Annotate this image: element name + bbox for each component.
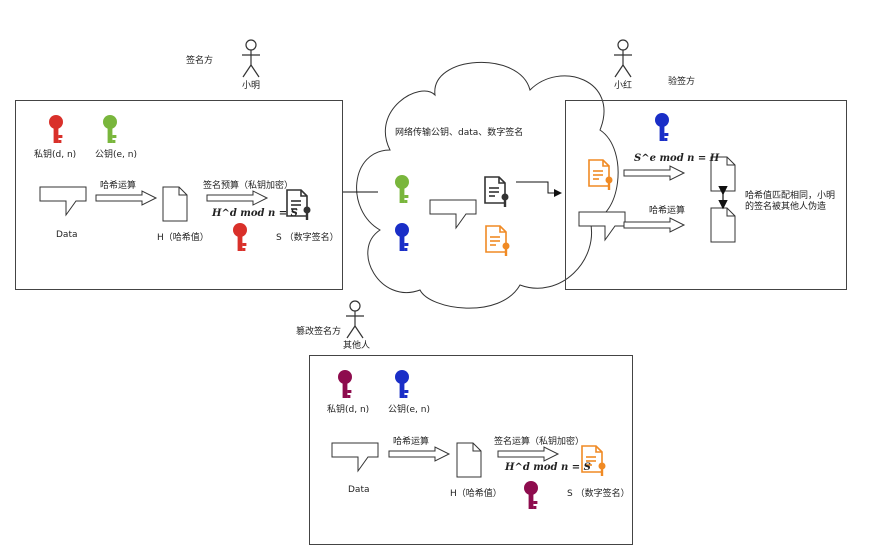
forger-hash-value-label: H（哈希值） xyxy=(450,489,502,499)
network-label: 网络传输公钥、data、数字签名 xyxy=(395,128,524,138)
signer-public-key-label: 公钥(e, n) xyxy=(95,150,137,160)
verifier-role-label: 验签方 xyxy=(668,77,696,87)
forger-sign-equation: H^d mod n = S xyxy=(505,462,591,473)
verifier-person-icon xyxy=(613,39,633,78)
forger-private-key-label: 私钥(d, n) xyxy=(327,405,370,415)
forger-data-label: Data xyxy=(348,485,370,495)
signer-sign-op-label: 签名预算（私钥加密） xyxy=(203,181,294,191)
forger-signature-label: S （数字签名） xyxy=(567,489,630,499)
forger-person-label: 其他人 xyxy=(343,341,371,351)
connector-cloud-to-verifier xyxy=(516,181,562,197)
signer-data-label: Data xyxy=(56,230,78,240)
verifier-box xyxy=(565,100,847,290)
verifier-person-label: 小红 xyxy=(614,81,633,91)
forger-hash-op-label: 哈希运算 xyxy=(393,437,430,447)
signer-box xyxy=(15,100,343,290)
forger-person-icon xyxy=(345,300,365,339)
signer-role-label: 签名方 xyxy=(186,56,214,66)
forger-sign-op-label: 签名运算（私钥加密） xyxy=(494,437,585,447)
signer-person-label: 小明 xyxy=(242,81,261,91)
verifier-equation: S^e mod n = H xyxy=(634,153,720,164)
forger-role-label: 篡改签名方 xyxy=(296,327,342,337)
forger-box xyxy=(309,355,633,545)
signer-sign-equation: H^d mod n = S xyxy=(212,208,298,219)
forger-public-key-label: 公钥(e, n) xyxy=(388,405,430,415)
signer-hash-value-label: H（哈希值） xyxy=(157,233,209,243)
signer-person-icon xyxy=(241,39,261,78)
signer-private-key-label: 私钥(d, n) xyxy=(34,150,77,160)
signer-hash-op-label: 哈希运算 xyxy=(100,181,137,191)
verifier-hash-op-label: 哈希运算 xyxy=(649,206,686,216)
verifier-result-label: 哈希值匹配相同，小明的签名被其他人伪造 xyxy=(745,191,836,212)
signer-signature-label: S （数字签名） xyxy=(276,233,339,243)
